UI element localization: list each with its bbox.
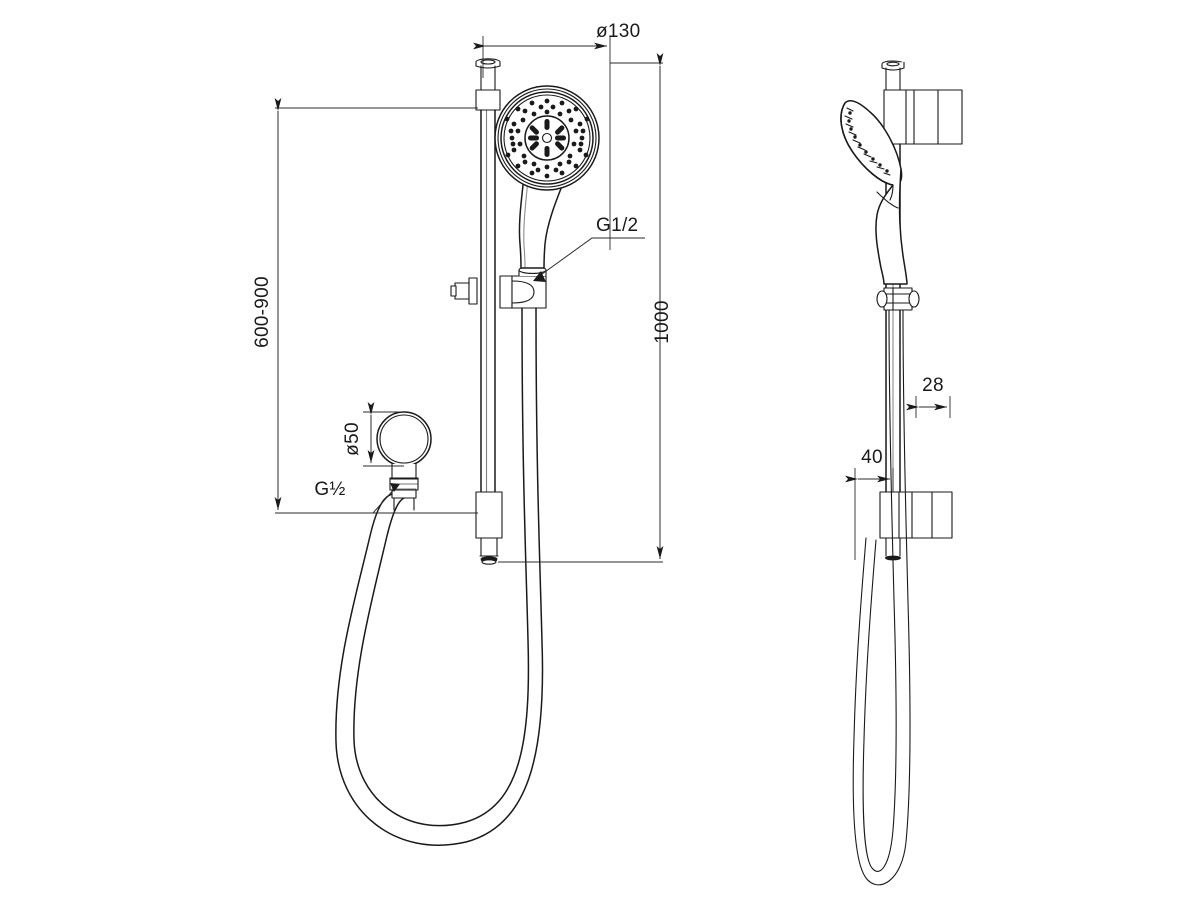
shower-hose-side [852,309,911,886]
dimension-rail-adjust-range: 600-900 [252,98,478,514]
dimension-outlet-diameter: ø50 [342,402,404,467]
dim-label-outlet-diameter: ø50 [342,422,363,456]
wall-outlet-elbow [376,411,432,511]
hand-shower-head-front [494,85,600,269]
slide-rail-side [879,60,963,561]
dim-label-bracket-depth: 28 [922,375,944,396]
slide-rail [475,58,503,565]
spray-nozzle-pattern [504,98,590,179]
callout-label-hose-thread: G1/2 [596,215,638,236]
dim-label-overall-height: 1000 [652,300,673,343]
hand-shower-head-side [840,100,908,285]
spray-face-nozzles-side [847,111,889,173]
callout-hose-thread: G1/2 [533,215,645,282]
dim-label-head-diameter: ø130 [596,21,641,42]
rail-slider-bracket [450,264,547,309]
shower-hose [335,307,544,846]
dimension-wall-offset: 40 [845,447,894,560]
dimension-head-diameter: ø130 [473,21,641,250]
rail-slider-bracket-side [876,287,920,311]
spray-face-ribs [844,107,891,176]
callout-outlet-thread: G½ [306,479,400,514]
dimension-bracket-depth: 28 [906,375,951,418]
callout-label-outlet-thread: G½ [314,479,345,500]
side-view [840,60,963,561]
dim-label-wall-offset: 40 [861,447,883,468]
hub-radial-slots [528,119,566,157]
dim-label-rail-adjust-range: 600-900 [252,276,273,348]
dimension-overall-height: 1000 [498,53,673,563]
front-view [335,58,600,846]
